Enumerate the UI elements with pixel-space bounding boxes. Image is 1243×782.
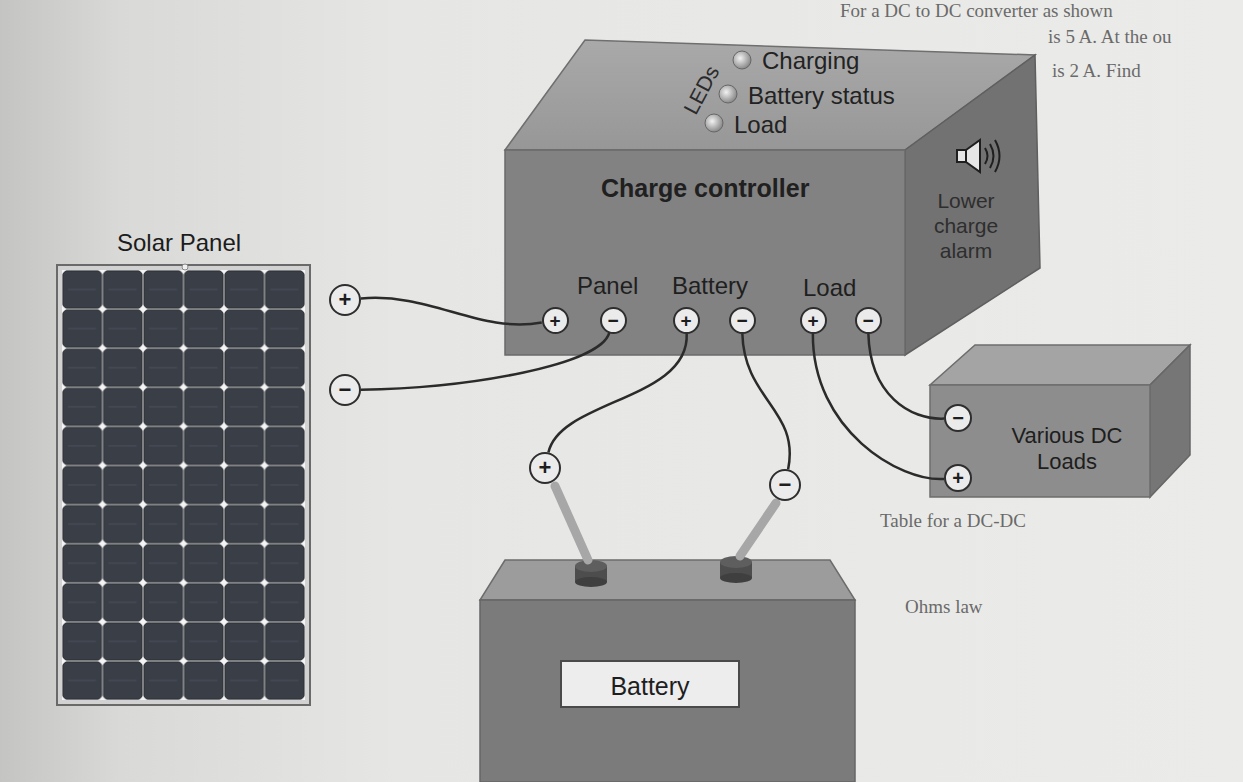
terminal-circle: + [800,307,827,334]
wire [813,333,944,479]
terminal-group-label: Battery [672,272,748,300]
wire [548,333,686,452]
terminal-sign: + [807,311,818,330]
background-book-text: is 5 A. At the ou [1048,26,1172,48]
terminal-circle: − [329,374,361,406]
terminal-circle: − [729,307,756,334]
label-holder: Ohms law [905,596,983,618]
background-book-text: Ohms law [905,596,983,618]
background-book-text: For a DC to DC converter as shown [840,0,1113,22]
label-holder: LEDs [676,78,727,102]
wire [361,298,542,325]
terminal-sign: + [549,311,560,330]
battery-box: Battery [480,600,855,782]
leds-label: LEDs [679,62,724,119]
charge-controller-drawing [505,40,1040,355]
node-title: Various DC Loads [1008,423,1126,476]
wire [742,333,789,469]
background-book-text: Table for a DC-DC [880,510,1026,532]
terminal-circle: + [529,452,561,484]
label-holder: Battery [672,272,748,300]
background-book-text: is 2 A. Find [1052,60,1141,82]
terminal-sign: − [779,474,792,496]
terminal-circle: − [600,307,627,334]
solar-panel-drawing [57,264,310,705]
node-title: Solar Panel [117,229,241,257]
terminal-circle: + [944,464,972,492]
terminal-sign: + [539,457,552,479]
terminal-sign: − [339,379,352,401]
led-label: Battery status [748,82,895,110]
terminal-circle: + [542,307,569,334]
wire [868,333,944,418]
node-title: Battery [560,660,740,708]
terminal-sign: − [952,408,964,428]
alarm-label: Lower charge alarm [922,188,1010,264]
terminal-sign: + [952,468,964,488]
terminal-sign: + [680,311,691,330]
label-holder: Load [734,111,787,139]
terminal-sign: − [607,311,618,330]
terminal-group-label: Panel [577,272,638,300]
terminal-circle: − [944,404,972,432]
dc-loads-box: Various DC Loads − + [930,385,1150,497]
terminal-circle: − [769,469,801,501]
label-holder: Table for a DC-DC [880,510,1026,532]
solar-panel: Solar Panel [57,265,310,705]
label-holder: Charging [762,47,859,75]
terminal-circle: + [329,284,361,316]
dc-loads-drawing [930,345,1190,497]
terminal-sign: + [339,289,352,311]
led-label: Charging [762,47,859,75]
label-holder: Battery status [748,82,895,110]
terminal-circle: + [673,307,700,334]
label-holder: is 5 A. At the ou [1048,26,1172,48]
charge-controller: Charge controller + − + − + − [505,150,905,355]
terminal-group-label: Load [803,274,856,302]
battery-drawing [480,486,855,782]
label-holder: Lower charge alarm [922,188,1010,264]
label-holder: For a DC to DC converter as shown [840,0,1113,22]
label-holder: Panel [577,272,638,300]
node-title: Charge controller [601,174,809,203]
label-holder: Load [803,274,856,302]
label-holder: is 2 A. Find [1052,60,1141,82]
terminal-sign: − [862,311,873,330]
led-label: Load [734,111,787,139]
wire [361,333,609,390]
terminal-circle: − [855,307,882,334]
terminal-sign: − [736,311,747,330]
